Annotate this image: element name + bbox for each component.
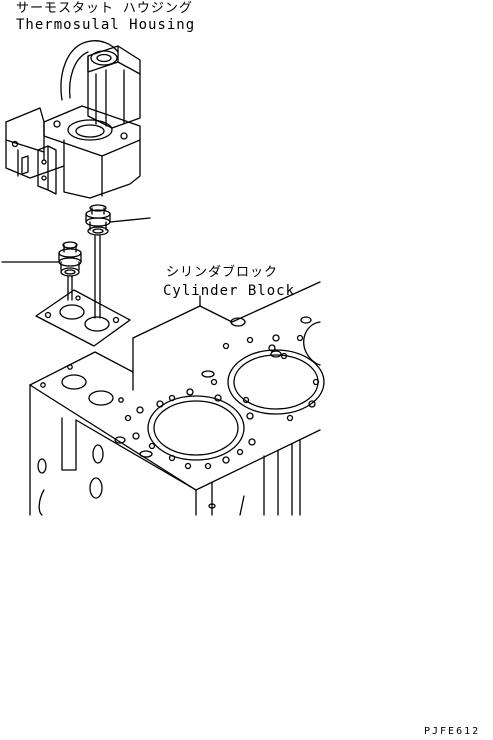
thermostat-lower [58,241,82,301]
thermostat-housing [5,40,141,199]
leader-line-upper [109,217,151,223]
thermostat-upper [85,204,111,319]
drawing-code: PJFE612 [424,726,481,737]
cylinder-block [29,281,325,516]
cylinder-block-label-en: Cylinder Block [163,283,296,299]
cylinder-block-label-jp: シリンダブロック [166,265,279,280]
gasket [35,289,131,347]
thermostat-housing-label-jp: サーモスタット ハウジング [16,1,193,16]
thermostat-housing-label-en: Thermosulal Housing [16,17,196,33]
